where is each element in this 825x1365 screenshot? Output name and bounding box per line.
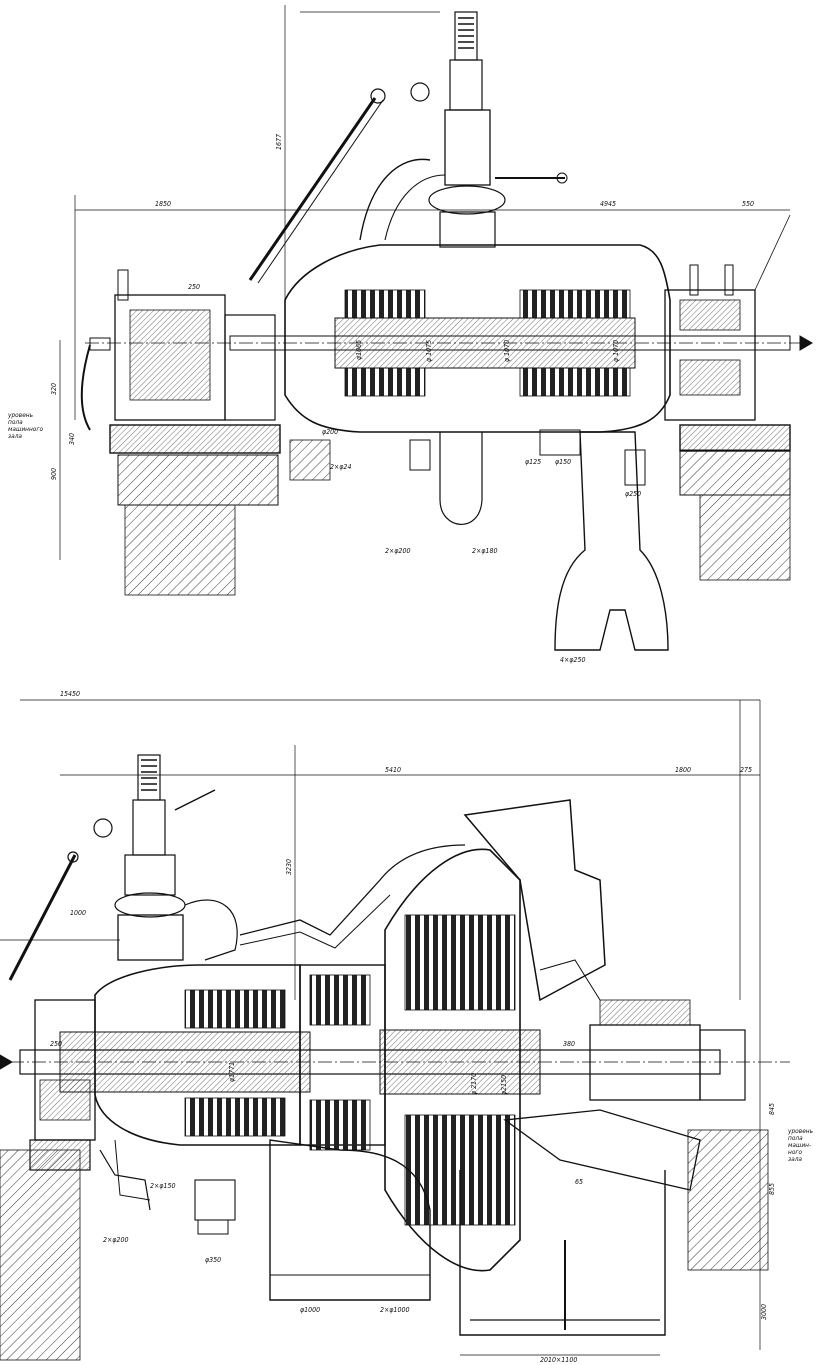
dim-shaft-2: φ 1075 — [425, 339, 433, 362]
dim-250: 250 — [188, 283, 201, 291]
dim-phi200: φ200 — [322, 428, 339, 436]
dim-phi150: φ150 — [555, 458, 572, 466]
dim-phi1000: φ1000 — [300, 1306, 321, 1314]
dim-2phi200-b: 2×φ200 — [103, 1236, 129, 1244]
dim-2phi1000: 2×φ1000 — [380, 1306, 410, 1314]
dim-4945: 4945 — [600, 200, 617, 208]
dim-380: 380 — [563, 1040, 576, 1048]
dim-3230: 3230 — [285, 858, 293, 875]
dim-shaft-b2: φ 2170 — [470, 1072, 478, 1095]
dim-845: 845 — [768, 1102, 776, 1115]
bottom-section — [0, 699, 790, 1361]
dim-shaft-3: φ 1070 — [503, 339, 511, 362]
top-floor-level-note: уровень пола машинного зала — [8, 411, 44, 440]
dim-2phi240: 2×φ24 — [330, 463, 352, 471]
dim-5410: 5410 — [385, 766, 402, 774]
dim-550: 550 — [742, 200, 755, 208]
top-section — [59, 5, 813, 651]
dim-2010x1100: 2010×1100 — [540, 1356, 578, 1364]
dim-2phi180: 2×φ180 — [472, 547, 498, 555]
dim-shaft-4: φ 1070 — [612, 339, 620, 362]
bottom-floor-level-note: уровень пола машин- ного зала — [788, 1127, 814, 1163]
dim-2phi200: 2×φ200 — [385, 547, 411, 555]
dim-275: 275 — [740, 766, 753, 774]
dim-855: 855 — [768, 1182, 776, 1195]
dim-900: 900 — [50, 467, 58, 480]
dim-320: 320 — [50, 382, 58, 395]
dim-2phi150: 2×φ150 — [150, 1182, 176, 1190]
dim-1677: 1677 — [275, 133, 283, 150]
dim-65: 65 — [575, 1178, 584, 1186]
dim-phi2150: φ2150 — [500, 1074, 508, 1095]
dim-1800: 1800 — [675, 766, 692, 774]
dim-shaft-1: φ1065 — [355, 339, 363, 360]
dim-phi125: φ125 — [525, 458, 542, 466]
dim-1850: 1850 — [155, 200, 172, 208]
dim-shaft-b1: φ1771 — [228, 1061, 236, 1082]
dim-phi250: φ250 — [625, 490, 642, 498]
dim-1000: 1000 — [70, 909, 87, 917]
dim-phi350: φ350 — [205, 1256, 222, 1264]
dim-250-b: 250 — [50, 1040, 63, 1048]
dim-15450: 15450 — [60, 690, 81, 698]
dim-3000: 3000 — [760, 1303, 768, 1320]
dim-340: 340 — [68, 432, 76, 445]
dim-4phi250: 4×φ250 — [560, 656, 586, 664]
